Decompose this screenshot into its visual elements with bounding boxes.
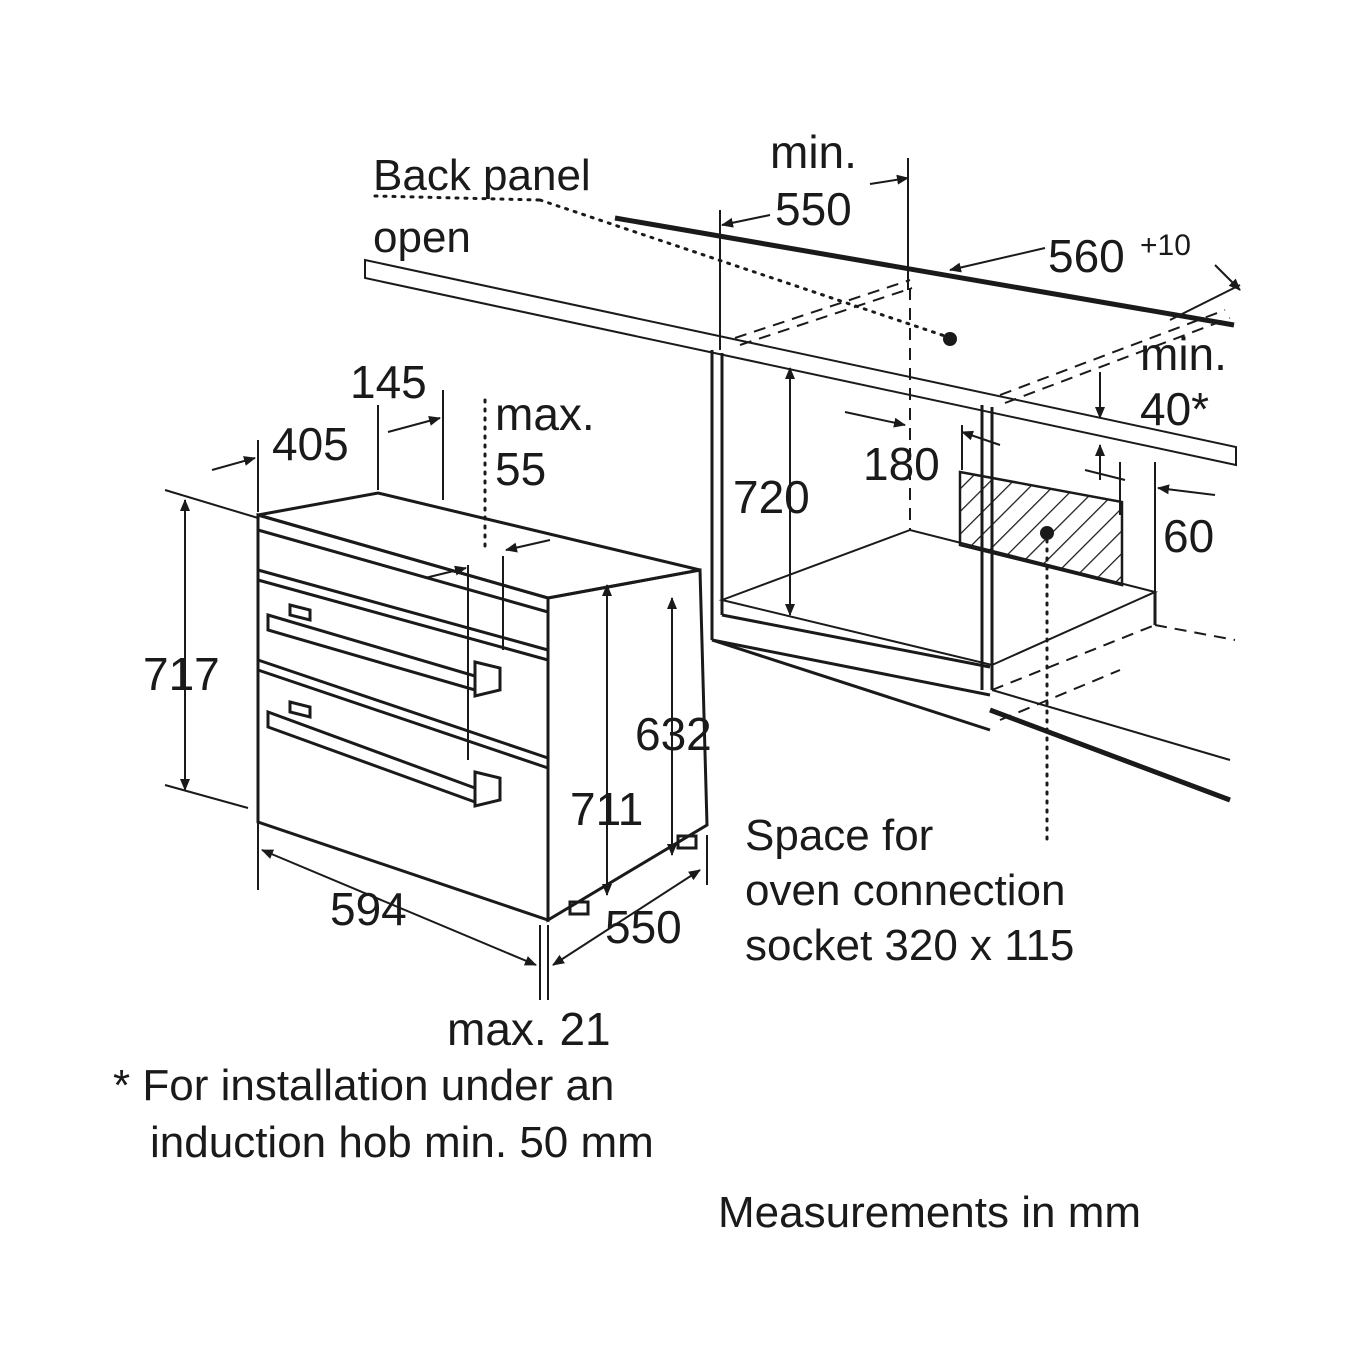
socket-space-label: Space for [745,811,933,860]
dim-720-value: 720 [733,471,810,523]
footnote-line-2: induction hob min. 50 mm [150,1118,654,1167]
units-note: Measurements in mm [718,1188,1141,1237]
lower-door-handle [266,700,502,808]
dim-560-tolerance: +10 [1140,229,1191,262]
dim-594-value: 594 [330,883,407,935]
socket-point-marker [1040,526,1054,540]
oven-appliance [256,491,709,923]
max-55-label: max. [495,388,595,440]
oven-foot [676,834,698,850]
dim-60-value: 60 [1163,510,1214,562]
max-21-label: max. 21 [447,1003,611,1055]
dim-180-value: 180 [863,438,940,490]
dimension-labels: Back panel open min. 550 560 +10 min. 40… [113,126,1227,1237]
back-panel-label: Back panel [373,151,591,200]
oven-front [256,513,550,923]
max-55-value: 55 [495,443,546,495]
back-panel-label-open: open [373,213,471,262]
hidden-edges [734,279,1236,721]
dim-550-depth-value: 550 [605,901,682,953]
min-40-label: min. [1140,328,1227,380]
back-panel-leader [373,194,957,346]
footnote-line-1: * For installation under an [113,1061,614,1110]
min-40-value: 40* [1140,383,1209,435]
dim-560-value: 560 [1048,230,1125,282]
dimension-lines [164,158,1241,1000]
min-550-label: min. [770,126,857,178]
countertop [364,215,1237,467]
dim-717-value: 717 [143,648,220,700]
min-550-value: 550 [775,183,852,235]
dim-632-value: 632 [635,708,712,760]
cabinet-niche [364,194,1237,847]
dim-145-value: 145 [350,356,427,408]
dim-405-value: 405 [272,418,349,470]
upper-door-handle [266,603,502,698]
socket-space-label-3: socket 320 x 115 [745,921,1074,970]
dim-711-value: 711 [570,783,643,835]
connection-socket-zone [958,470,1124,847]
socket-space-label-2: oven connection [745,866,1065,915]
